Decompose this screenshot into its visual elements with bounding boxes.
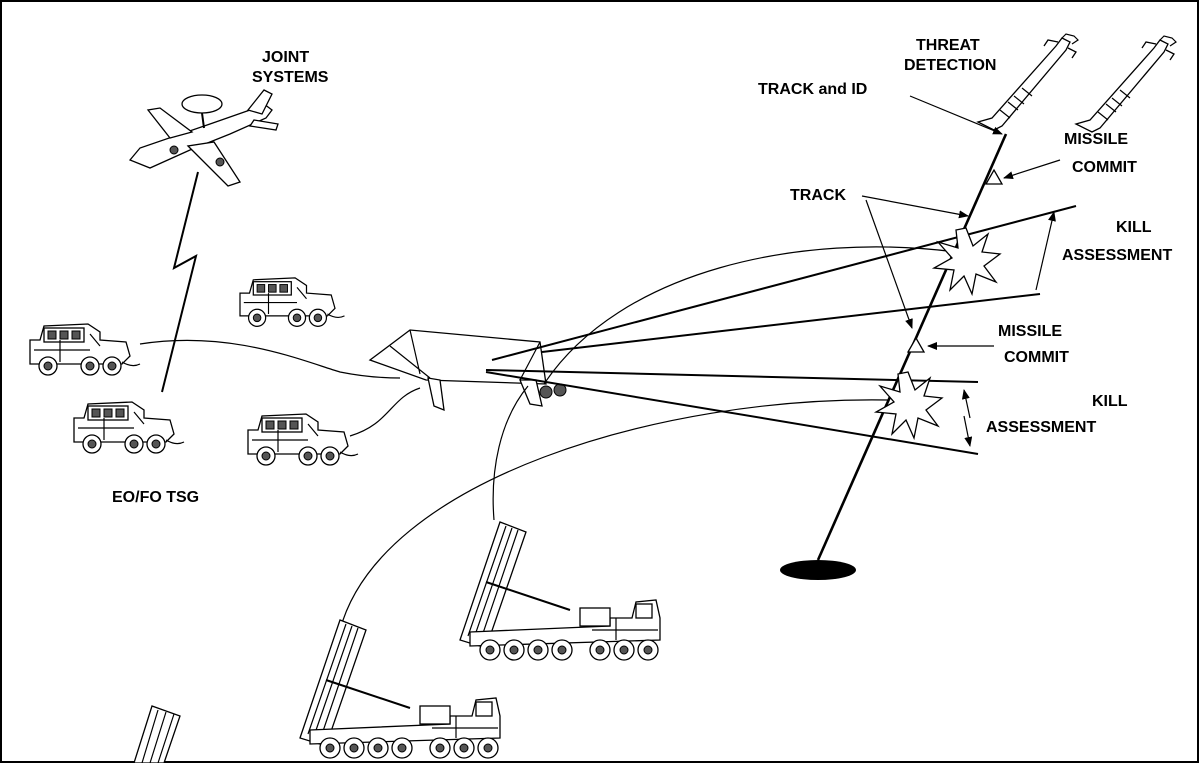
beam-upper-1 bbox=[492, 206, 1076, 360]
label-kill-assessment-1-line2: ASSESSMENT bbox=[1062, 247, 1172, 264]
label-kill-assessment-2-line1: KILL bbox=[1092, 393, 1128, 410]
cable-line-1 bbox=[140, 340, 400, 378]
arrow-kill-assessment-2a bbox=[964, 390, 970, 418]
label-joint-systems-line1: JOINT bbox=[262, 49, 309, 66]
arrow-track-and-id bbox=[910, 96, 1002, 134]
cable-line-2 bbox=[350, 388, 420, 436]
explosion-icon-1 bbox=[934, 228, 1000, 294]
launcher-truck-icon-1 bbox=[460, 522, 660, 660]
label-eo-fo-tsg: EO/FO TSG bbox=[112, 489, 199, 506]
label-missile-commit-1-line1: MISSILE bbox=[1064, 131, 1128, 148]
missile-icon-1 bbox=[978, 34, 1078, 130]
beam-upper-2 bbox=[542, 294, 1040, 352]
label-kill-assessment-1-line1: KILL bbox=[1116, 219, 1152, 236]
humvee-icon-4 bbox=[248, 414, 358, 465]
arrow-track-1 bbox=[862, 196, 968, 216]
arrow-kill-assessment-1 bbox=[1036, 212, 1054, 290]
impact-crater-icon bbox=[780, 560, 856, 580]
interceptor-trajectory-1 bbox=[544, 247, 956, 384]
interceptor-trajectory-3 bbox=[340, 400, 888, 630]
label-track: TRACK bbox=[790, 187, 846, 204]
awacs-aircraft-icon bbox=[130, 90, 278, 186]
launcher-truck-icon-3 bbox=[134, 706, 180, 763]
arrow-kill-assessment-2b bbox=[964, 416, 970, 446]
label-threat-detection-line1: THREAT bbox=[916, 37, 980, 54]
humvee-icon-1 bbox=[240, 278, 345, 326]
label-joint-systems-line2: SYSTEMS bbox=[252, 69, 329, 86]
label-missile-commit-2-line1: MISSILE bbox=[998, 323, 1062, 340]
label-missile-commit-1-line2: COMMIT bbox=[1072, 159, 1137, 176]
comm-link-line bbox=[162, 172, 198, 392]
humvee-icon-2 bbox=[30, 324, 140, 375]
interceptor-trajectory-2 bbox=[493, 386, 528, 520]
arrow-missile-commit-1 bbox=[1004, 160, 1060, 178]
missile-icon-2 bbox=[1076, 36, 1176, 132]
radar-icon bbox=[370, 330, 566, 410]
label-threat-detection-line2: DETECTION bbox=[904, 57, 996, 74]
humvee-icon-3 bbox=[74, 402, 184, 453]
missile-commit-marker-2 bbox=[908, 338, 924, 352]
label-track-and-id: TRACK and ID bbox=[758, 81, 867, 98]
label-kill-assessment-2-line2: ASSESSMENT bbox=[986, 419, 1096, 436]
arrow-track-2 bbox=[866, 200, 912, 328]
label-missile-commit-2-line2: COMMIT bbox=[1004, 349, 1069, 366]
